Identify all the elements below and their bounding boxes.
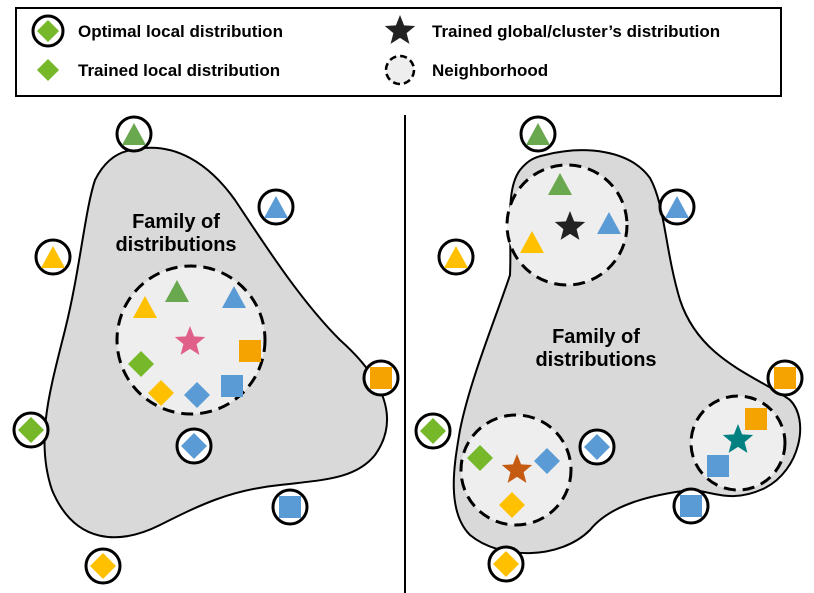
legend-trained-global-label: Trained global/cluster’s distribution	[432, 22, 720, 41]
right-family-label-line2: distributions	[535, 349, 656, 371]
orange-square-icon	[370, 367, 392, 389]
left-optimal-green-triangle	[115, 115, 153, 153]
orange-square-icon	[239, 340, 261, 362]
right-optimal-green-triangle	[519, 115, 557, 153]
right-optimal-yellow-diamond	[487, 545, 525, 583]
blue-square-icon	[680, 495, 702, 517]
blue-square-icon	[221, 375, 243, 397]
right-optimal-blue-triangle	[658, 188, 696, 226]
legend-trained-local-label: Trained local distribution	[78, 61, 280, 80]
right-optimal-blue-square	[672, 487, 710, 525]
left-family-label-line2: distributions	[115, 234, 236, 256]
blue-square-icon	[707, 455, 729, 477]
right-family-label-line1: Family of	[552, 326, 640, 348]
right-optimal-yellow-triangle	[437, 238, 475, 276]
left-optimal-blue-diamond	[175, 427, 213, 465]
right-neighborhood-top	[505, 163, 629, 287]
legend-trained-global: Trained global/cluster’s distribution	[384, 15, 720, 44]
left-optimal-blue-square	[271, 488, 309, 526]
left-optimal-orange-square	[362, 359, 400, 397]
legend-optimal-local: Optimal local distribution	[31, 14, 283, 48]
orange-square-icon	[745, 408, 767, 430]
left-optimal-green-diamond	[12, 411, 50, 449]
left-optimal-yellow-triangle	[34, 238, 72, 276]
legend: Optimal local distribution Trained local…	[15, 7, 782, 97]
blue-square-icon	[279, 496, 301, 518]
right-neighborhood-right	[689, 394, 787, 492]
left-optimal-yellow-diamond	[84, 547, 122, 585]
neighborhood-circle-icon	[384, 54, 416, 86]
right-neighborhood-bottom-left	[459, 413, 573, 527]
right-optimal-green-diamond	[414, 412, 452, 450]
legend-neighborhood-label: Neighborhood	[432, 61, 548, 80]
right-optimal-blue-diamond	[578, 428, 616, 466]
right-optimal-orange-square	[766, 359, 804, 397]
left-panel: Family of distributions	[12, 115, 400, 585]
left-family-label-line1: Family of	[132, 211, 220, 233]
orange-square-icon	[774, 367, 796, 389]
right-panel: Family of distributions	[414, 115, 804, 583]
legend-optimal-local-label: Optimal local distribution	[78, 22, 283, 41]
legend-neighborhood: Neighborhood	[384, 54, 548, 86]
legend-trained-local: Trained local distribution	[36, 58, 280, 82]
left-optimal-blue-triangle	[257, 188, 295, 226]
